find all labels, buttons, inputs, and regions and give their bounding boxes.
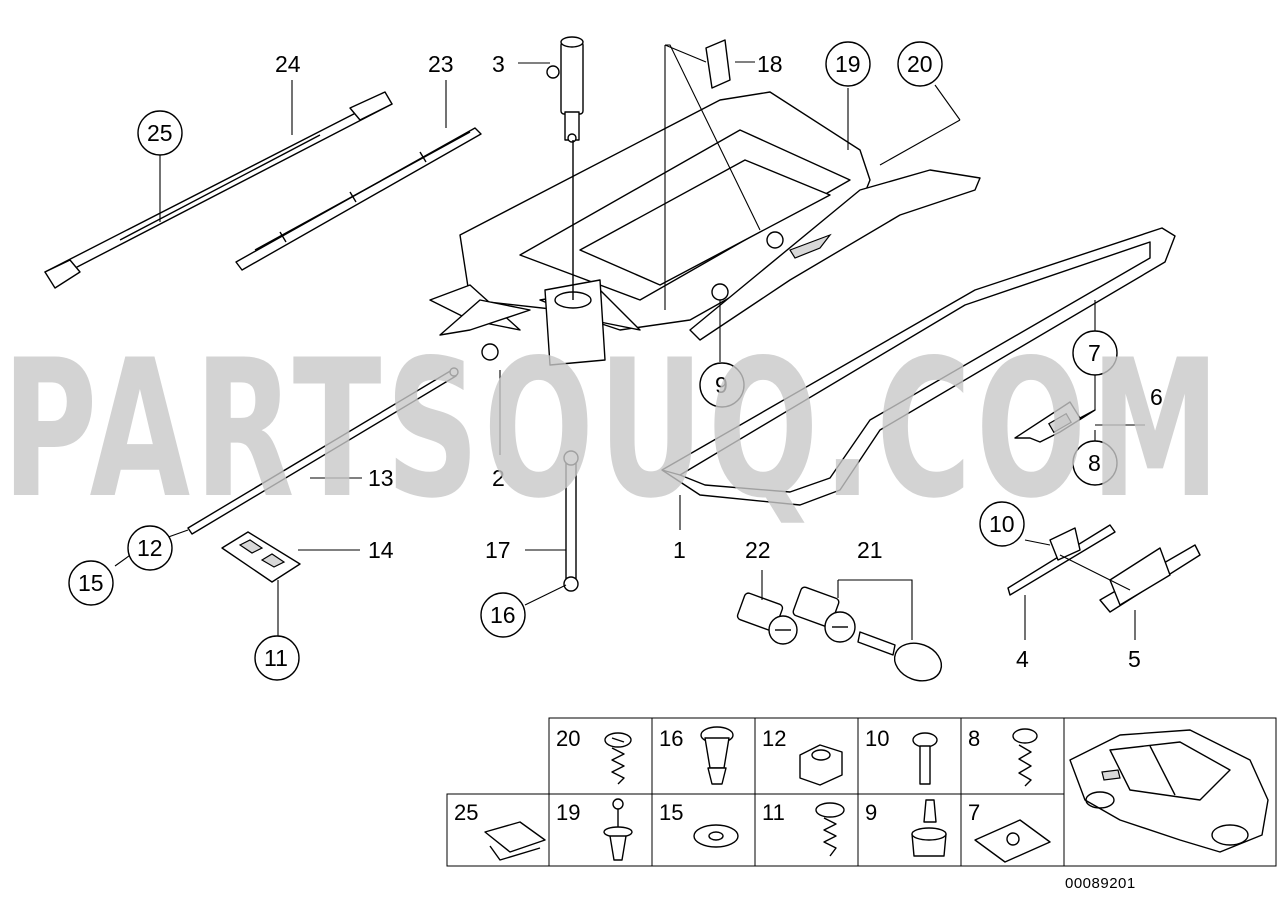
callout-10: 10: [989, 511, 1015, 537]
part-21-lock-key: [792, 586, 943, 682]
callout-17: 17: [485, 537, 511, 563]
part-1-lid: [661, 227, 1176, 506]
screw-icon: [815, 802, 845, 857]
hw-label-20: 20: [556, 726, 580, 751]
hw-label-25: 25: [454, 800, 478, 825]
part-23-rail: [235, 127, 482, 271]
washer-icon: [693, 824, 739, 848]
hw-label-15: 15: [659, 800, 683, 825]
part-20-trim: [689, 169, 981, 341]
clip-nut-icon: [974, 819, 1051, 863]
screw-icon: [604, 732, 632, 785]
callout-15: 15: [78, 570, 104, 596]
hw-label-9: 9: [865, 800, 877, 825]
plug-icon: [700, 726, 734, 785]
callout-5: 5: [1128, 646, 1141, 672]
callout-20: 20: [907, 51, 933, 77]
hw-label-19: 19: [556, 800, 580, 825]
callout-25: 25: [147, 120, 173, 146]
screw-icon: [1012, 728, 1038, 787]
callout-12: 12: [137, 535, 163, 561]
bumper-icon: [911, 799, 947, 857]
callout-8: 8: [1088, 450, 1101, 476]
hw-label-8: 8: [968, 726, 980, 751]
callout-11-circle: [254, 635, 300, 681]
part-22-lock: [736, 592, 798, 645]
callout-9-circle: [699, 362, 745, 408]
callout-6: 6: [1150, 384, 1163, 410]
callout-22: 22: [745, 537, 771, 563]
rivet-icon: [603, 798, 633, 861]
hw-label-16: 16: [659, 726, 683, 751]
callout-21: 21: [857, 537, 883, 563]
callout-1: 1: [673, 537, 686, 563]
callout-14: 14: [368, 537, 394, 563]
diagram-reference-number: 00089201: [1065, 875, 1136, 892]
hw-label-7: 7: [968, 800, 980, 825]
callout-25-circle: [137, 110, 183, 156]
callout-4: 4: [1016, 646, 1029, 672]
callout-15-circle: [68, 560, 114, 606]
car-thumbnail-icon: [1069, 729, 1269, 853]
callout-7-circle: [1072, 330, 1118, 376]
callout-19-circle: [825, 41, 871, 87]
clip-icon: [484, 821, 546, 861]
part-24-rail: [44, 91, 393, 289]
callout-12-circle: [127, 525, 173, 571]
watermark: PARTSOUQ.COM: [2, 319, 1224, 540]
part-18-cap: [705, 39, 731, 89]
callout-24: 24: [275, 51, 301, 77]
callout-13: 13: [368, 465, 394, 491]
hardware-icons: [484, 726, 1051, 863]
callout-10-circle: [979, 501, 1025, 547]
callout-3: 3: [492, 51, 505, 77]
part-3-damper: [546, 36, 584, 143]
hw-label-12: 12: [762, 726, 786, 751]
screw-icon: [912, 732, 938, 785]
callout-16-circle: [480, 592, 526, 638]
callouts: 24 23 3 18 25 19 20 9 7 6 8 13 2 12 15 1…: [68, 41, 1163, 681]
part-13-rod: [187, 367, 459, 535]
callout-23: 23: [428, 51, 454, 77]
hw-label-11: 11: [762, 800, 785, 825]
hardware-table: [446, 717, 1277, 867]
part-4-5-hinges: [1007, 524, 1201, 613]
callout-9: 9: [715, 372, 728, 398]
part-14-clip: [221, 531, 301, 583]
part-6-latch: [1014, 401, 1096, 443]
callout-11: 11: [264, 645, 288, 671]
callout-2: 2: [492, 465, 505, 491]
hardware-labels: 20 16 12 10 8 25 19 15 11 9 7: [454, 726, 980, 825]
nut-icon: [799, 744, 843, 786]
callout-16: 16: [490, 602, 516, 628]
callout-8-circle: [1072, 440, 1118, 486]
leader-lines: [114, 44, 1145, 640]
callout-20-circle: [897, 41, 943, 87]
hw-label-10: 10: [865, 726, 889, 751]
callout-7: 7: [1088, 340, 1101, 366]
callout-18: 18: [757, 51, 783, 77]
part-17-link: [563, 450, 579, 592]
callout-19: 19: [835, 51, 861, 77]
